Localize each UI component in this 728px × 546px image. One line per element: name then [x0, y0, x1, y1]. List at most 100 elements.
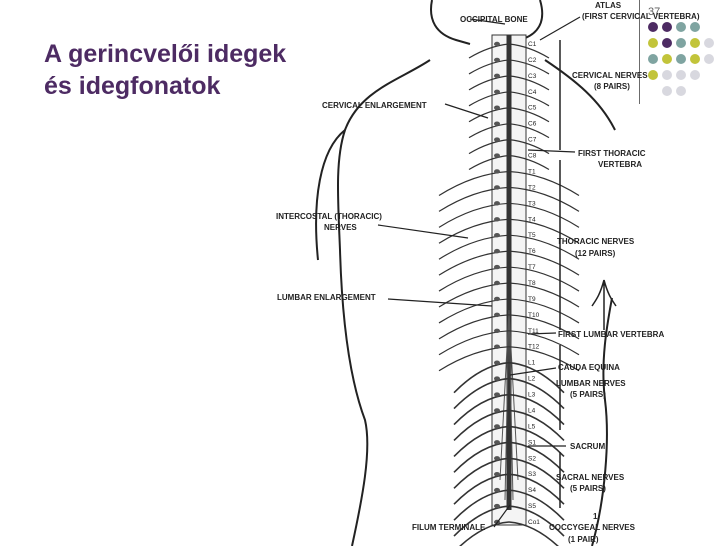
vertebra-label: Co1 [528, 519, 540, 526]
decorative-dot [704, 54, 714, 64]
label-first-thoracic-sub: VERTEBRA [598, 160, 642, 169]
vertebra-label: T9 [528, 296, 536, 303]
right-shoulder-outline [544, 59, 616, 131]
nerve-branch [438, 250, 510, 276]
decorative-dot [662, 38, 672, 48]
leader-lines [377, 16, 581, 528]
ganglion [494, 169, 500, 174]
vertebra-label: L4 [528, 407, 536, 414]
label-thoracic-nerves: THORACIC NERVES [557, 237, 635, 246]
ganglion [494, 408, 500, 413]
nerve-branch [508, 250, 580, 276]
decorative-dot [648, 22, 658, 32]
ganglion [494, 376, 500, 381]
ganglion [494, 296, 500, 302]
label-coccygeal-number: 1 [593, 512, 598, 521]
nerve-branch [468, 43, 510, 59]
label-coccygeal-nerves-sub: (1 PAIR) [568, 535, 599, 544]
label-occipital-bone: OCCIPITAL BONE [460, 15, 528, 24]
vertebra-label: L5 [528, 423, 536, 430]
decorative-dot [690, 38, 700, 48]
nerve-branch [508, 425, 565, 457]
nerve-branch [438, 202, 510, 228]
decorative-dot [690, 54, 700, 64]
ganglion [494, 248, 500, 254]
vertebra-label: S3 [528, 471, 536, 478]
label-first-thoracic: FIRST THORACIC [578, 149, 646, 158]
nerve-branch [508, 298, 580, 324]
ganglion [494, 153, 500, 158]
ganglion [494, 41, 500, 47]
ganglion [494, 440, 500, 445]
label-thoracic-nerves-sub: (12 PAIRS) [575, 249, 616, 258]
ganglion [494, 185, 500, 190]
ganglion [494, 328, 500, 333]
ganglion [494, 280, 500, 286]
nerve-branch [508, 43, 550, 59]
decorative-dot [676, 22, 686, 32]
ganglion [494, 312, 500, 318]
label-intercostal-nerves: INTERCOSTAL (THORACIC) [276, 212, 382, 221]
vertebra-label: T1 [528, 168, 536, 175]
ganglion [494, 487, 500, 493]
vertebra-label: S2 [528, 455, 536, 462]
vertebra-label: T2 [528, 184, 536, 191]
nerve-branch [508, 139, 550, 155]
label-sacral-nerves-sub: (5 PAIRS) [570, 484, 606, 493]
vertebra-label: T4 [528, 216, 536, 223]
nerve-branch [453, 393, 510, 426]
slide-title-line-1: A gerincvelői idegek [44, 40, 287, 68]
decorative-dot [690, 22, 700, 32]
vertebra-label: C6 [528, 121, 537, 128]
left-shoulder-outline [336, 59, 431, 546]
nerve-branch [508, 154, 550, 171]
nerve-branch [508, 266, 580, 292]
nerve-branch [468, 139, 510, 155]
decorative-dot [648, 70, 658, 80]
decorative-dot [676, 70, 686, 80]
vertebra-label: T8 [528, 280, 536, 287]
nerve-branch [468, 59, 510, 75]
left-arm-outline [315, 129, 346, 261]
vertebra-label: C7 [528, 137, 537, 144]
vertebra-label: C4 [528, 89, 537, 96]
decorative-dot [662, 22, 672, 32]
nerve-branch [508, 59, 550, 75]
label-coccygeal-nerves: COCCYGEAL NERVES [549, 523, 636, 532]
decorative-dot [690, 70, 700, 80]
nerve-branch [438, 330, 510, 356]
ganglion [494, 392, 500, 397]
vertebra-label: S5 [528, 503, 536, 510]
ganglion [494, 73, 500, 79]
ganglion [494, 89, 500, 95]
vertebra-labels: C1C2C3C4C5C6C7C8T1T2T3T4T5T6T7T8T9T10T11… [528, 41, 540, 526]
vertebra-label: C1 [528, 41, 537, 48]
nerve-branch [508, 282, 580, 308]
ganglion [494, 233, 500, 238]
vertebra-label: L3 [528, 392, 536, 399]
vertebra-label: C2 [528, 57, 537, 64]
nerve-branch [508, 393, 565, 426]
label-cauda-equina: CAUDA EQUINA [558, 363, 620, 372]
ganglion [494, 456, 500, 461]
decorative-dot [648, 38, 658, 48]
label-lumbar-enlargement: LUMBAR ENLARGEMENT [277, 293, 376, 302]
label-atlas-sub: (FIRST CERVICAL VERTEBRA) [582, 12, 700, 21]
nerve-branch [508, 314, 580, 340]
decorative-dot [662, 70, 672, 80]
nerve-branch [508, 202, 580, 228]
label-cervical-enlargement: CERVICAL ENLARGEMENT [322, 101, 427, 110]
vertebra-label: S1 [528, 439, 536, 446]
nerve-branch [453, 473, 510, 505]
decorative-dot [676, 38, 686, 48]
nerve-branch [508, 218, 580, 244]
nerve-branch [453, 457, 510, 489]
decorative-dot [662, 86, 672, 96]
nerve-branch [453, 409, 510, 442]
ganglion [494, 344, 500, 349]
first-lumbar-arrow [591, 279, 617, 330]
nerve-branch [508, 91, 550, 107]
nerve-branch [508, 330, 580, 356]
vertebra-label: C5 [528, 105, 537, 112]
